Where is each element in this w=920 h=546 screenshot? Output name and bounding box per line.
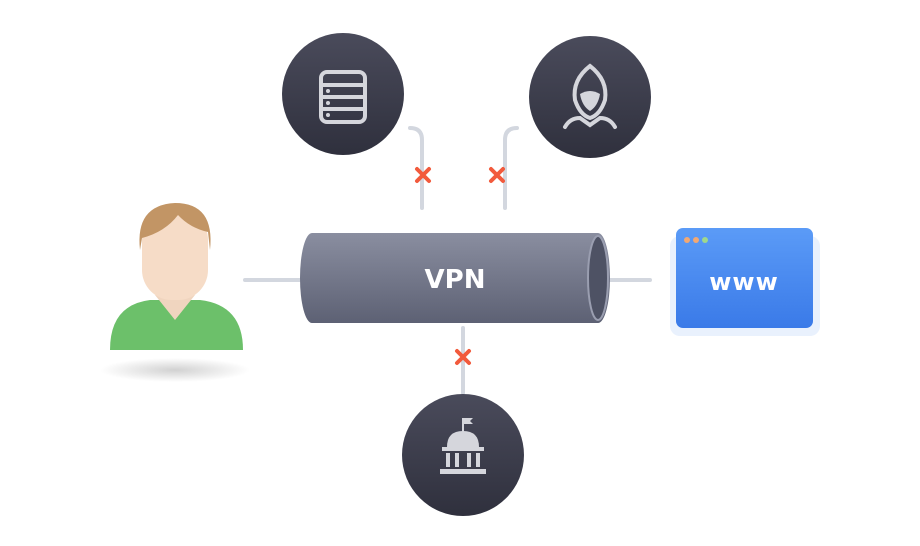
- vpn-label: VPN: [425, 265, 486, 295]
- user-icon: [100, 203, 250, 382]
- blocked-x-icon: [415, 167, 505, 365]
- database-node: [282, 33, 404, 155]
- government-building-icon: [440, 418, 486, 474]
- website-node: www: [670, 228, 820, 336]
- database-icon: [319, 70, 367, 124]
- hacker-icon: [563, 63, 617, 129]
- website-label: www: [709, 268, 779, 296]
- hacker-node: [529, 36, 651, 158]
- government-node: [402, 394, 524, 516]
- vpn-tunnel: VPN: [300, 233, 610, 323]
